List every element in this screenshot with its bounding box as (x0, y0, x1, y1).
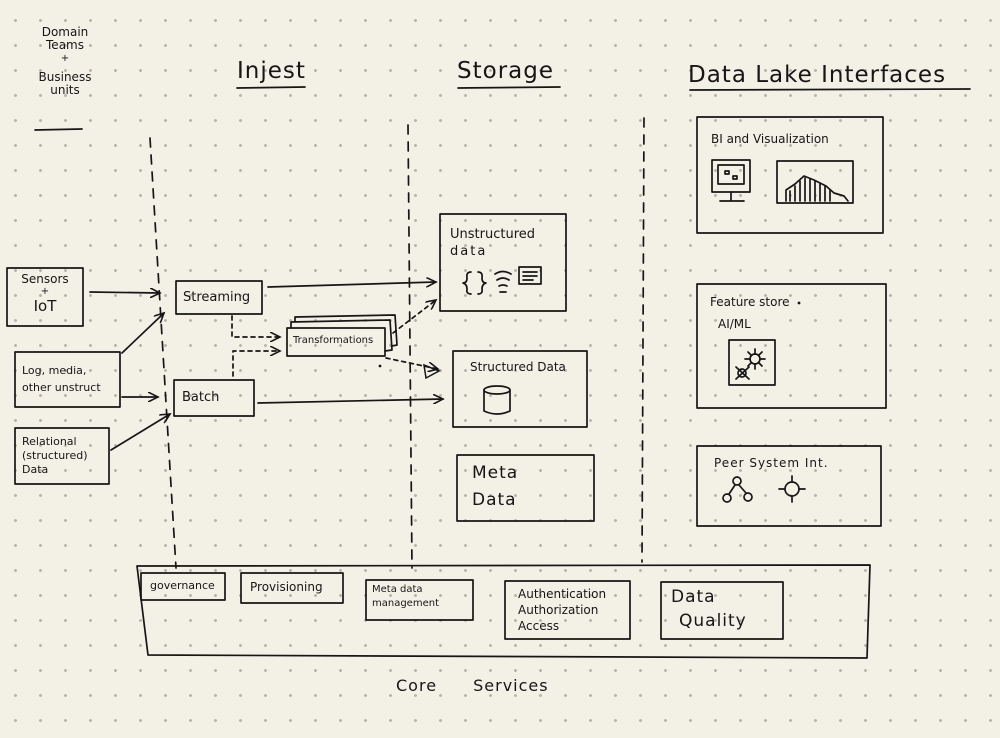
auth-label: Authentication Authorization Access (518, 586, 606, 634)
sensors-line-3: IoT (33, 297, 57, 315)
arrow-relational-batch (110, 414, 170, 451)
provisioning-label: Provisioning (250, 580, 323, 594)
transformations-label: Transformations (293, 335, 374, 346)
feature-store-box (696, 283, 887, 409)
divider-ingest-left (149, 137, 177, 569)
domain-teams-line-4: Business (38, 70, 92, 84)
sensors-box (6, 267, 84, 327)
metadata-mgmt-box (365, 579, 474, 621)
auth-line-1: Authentication (518, 587, 607, 601)
interfaces-underline (689, 88, 971, 91)
relational-line-2: (structured) (22, 449, 88, 462)
provisioning-box (240, 572, 344, 604)
bi-label: BI and Visualization (711, 132, 829, 146)
domain-teams-underline (34, 128, 83, 131)
unstructured-label: Unstructured data (450, 226, 535, 260)
auth-line-2: Authorization (518, 603, 599, 617)
braces-icon (462, 271, 487, 295)
database-icon (483, 385, 511, 415)
ai-ml-icon (728, 339, 776, 386)
structured-label: Structured Data (470, 360, 566, 374)
hub-icon (778, 475, 806, 503)
metadata-line-1: Meta (472, 463, 519, 483)
sensors-line-1: Sensors (21, 272, 69, 286)
relational-label: Relational (structured) Data (22, 435, 87, 477)
divider-storage-interfaces (641, 117, 645, 563)
metadata-label: Meta Data (472, 460, 518, 514)
metadata-mgmt-line-1: Meta data (372, 584, 423, 595)
metadata-box (456, 454, 595, 522)
governance-label: governance (150, 579, 215, 592)
transformations-box (286, 327, 386, 357)
log-line-2: other unstruct (22, 381, 101, 394)
domain-teams-line-3: + (60, 53, 70, 64)
metadata-line-2: Data (472, 490, 517, 510)
domain-teams-note: Domain Teams + Business units (30, 26, 100, 97)
domain-teams-line-2: Teams (46, 38, 84, 52)
ingest-underline (236, 86, 306, 89)
storage-underline (457, 86, 561, 89)
network-graph-icon (722, 476, 753, 503)
arrow-batch-structured (257, 399, 443, 403)
feature-store-label: Feature store (710, 295, 790, 309)
dash-dot-marker (378, 364, 382, 368)
quality-label: Data Quality (671, 585, 747, 633)
batch-box (173, 379, 255, 417)
auth-line-3: Access (518, 619, 560, 633)
log-line-1: Log, media, (22, 364, 87, 377)
transformations-stack (290, 314, 398, 352)
arrow-log-streaming (121, 313, 164, 354)
domain-teams-line-1: Domain (41, 25, 89, 39)
feature-store-comma (797, 301, 801, 305)
ingest-heading: Injest (237, 58, 306, 84)
wifi-icon (494, 270, 512, 293)
quality-line-1: Data (671, 587, 716, 607)
relational-line-3: Data (22, 463, 49, 476)
arrow-batch-transform (232, 351, 280, 377)
quality-line-2: Quality (679, 611, 747, 631)
bi-box (696, 116, 884, 234)
area-chart-icon (776, 160, 854, 204)
peer-label: Peer System Int. (714, 456, 829, 470)
domain-teams-line-5: units (50, 83, 80, 97)
log-label: Log, media, other unstruct (22, 362, 101, 396)
hand-marker (423, 363, 441, 380)
unstructured-box (439, 213, 567, 312)
relational-line-1: Relational (22, 435, 77, 448)
log-box (14, 351, 121, 408)
document-icon (518, 266, 542, 285)
monitor-icon (711, 159, 751, 202)
peer-box (696, 445, 882, 527)
sensors-line-2: + (40, 286, 50, 297)
streaming-label: Streaming (183, 290, 251, 305)
arrow-transform-unstructured (392, 300, 436, 334)
structured-box (452, 350, 588, 428)
governance-box (140, 572, 226, 601)
arrow-sensors-streaming (89, 292, 160, 293)
sensors-label: Sensors + IoT (7, 272, 83, 315)
core-services-frame (136, 564, 871, 659)
core-services-label: Core Services (396, 676, 549, 695)
divider-ingest-storage (407, 124, 413, 569)
batch-label: Batch (182, 390, 220, 405)
unstructured-line-1: Unstructured (450, 227, 536, 242)
interfaces-heading: Data Lake Interfaces (688, 62, 947, 88)
ai-ml-label: AI/ML (718, 317, 751, 331)
auth-box (504, 580, 631, 640)
arrow-streaming-unstructured (267, 282, 436, 288)
arrow-streaming-transform (231, 315, 280, 337)
storage-heading: Storage (457, 58, 554, 84)
metadata-mgmt-line-2: management (372, 598, 439, 609)
unstructured-line-2: data (450, 244, 488, 259)
relational-box (14, 427, 110, 485)
quality-box (660, 581, 784, 640)
streaming-box (175, 280, 263, 315)
metadata-mgmt-label: Meta data management (372, 583, 439, 611)
